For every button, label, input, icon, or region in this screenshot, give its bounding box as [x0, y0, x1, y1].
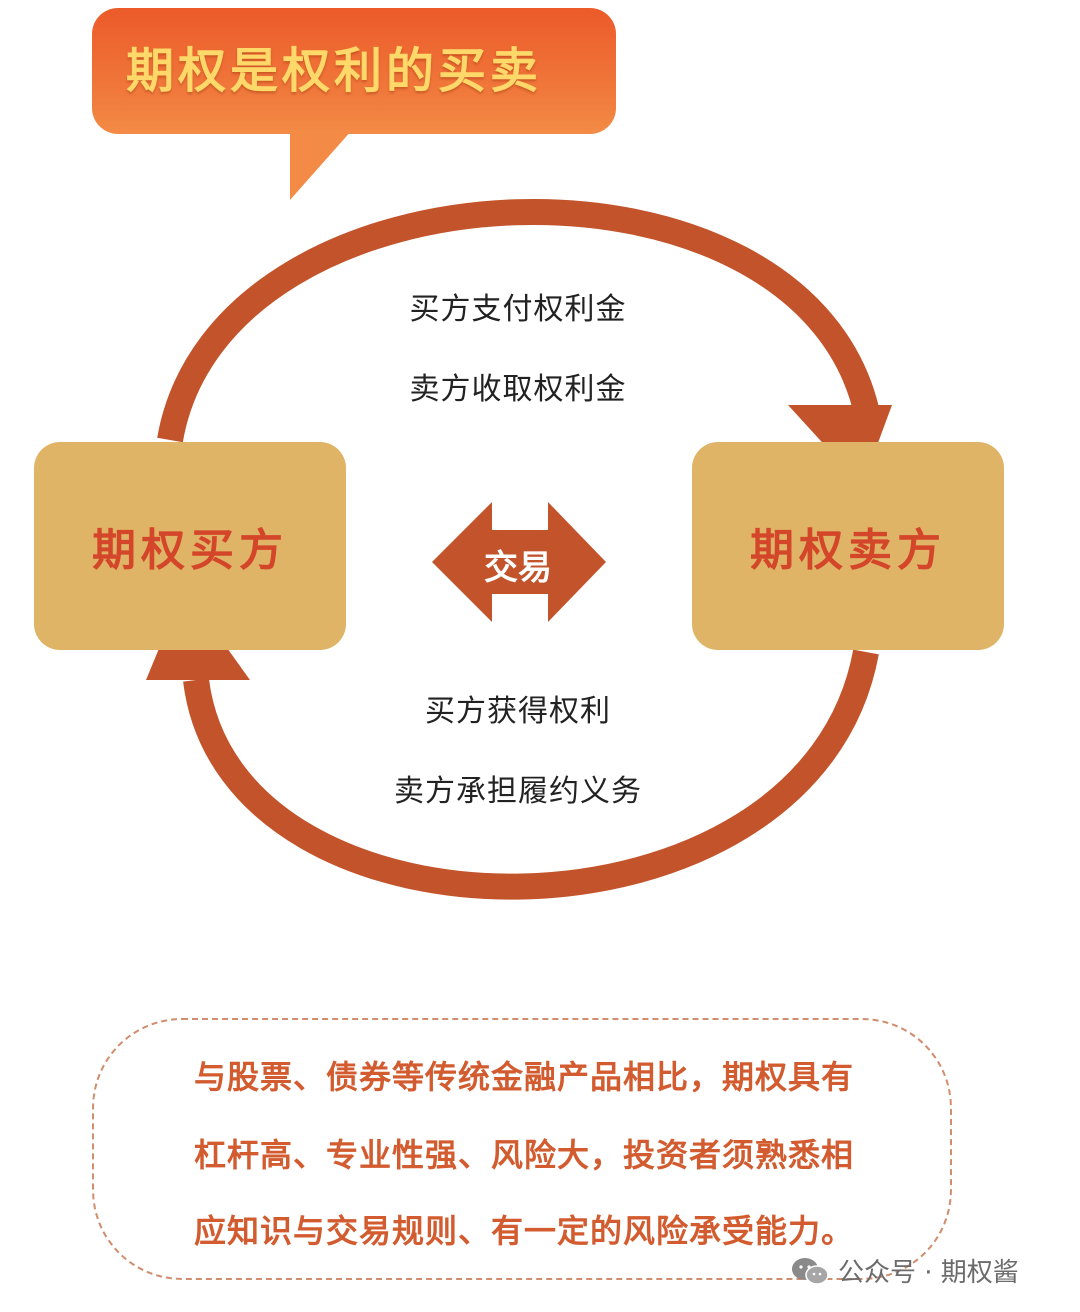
risk-note-line-1: 与股票、债券等传统金融产品相比，期权具有: [194, 1058, 855, 1096]
buyer-label: 期权买方: [92, 525, 288, 576]
risk-note-line-2: 杠杆高、专业性强、风险大，投资者须熟悉相: [194, 1136, 855, 1174]
watermark-text: 公众号 · 期权酱: [838, 1258, 1019, 1288]
risk-note-line-3: 应知识与交易规则、有一定的风险承受能力。: [194, 1212, 855, 1250]
buyer-box: 期权买方: [34, 442, 346, 650]
right-obtain-text: 买方获得权利: [425, 694, 611, 729]
premium-pay-text: 买方支付权利金: [409, 292, 627, 327]
title-bubble-tail: [290, 130, 352, 200]
trade-label: 交易: [484, 548, 552, 588]
trade-double-arrow: [432, 502, 606, 622]
title-bubble: 期权是权利的买卖: [92, 8, 616, 134]
watermark: 公众号 · 期权酱: [790, 1252, 1019, 1289]
wechat-icon: [792, 1257, 829, 1285]
premium-receive-text: 卖方收取权利金: [409, 372, 627, 407]
obligation-text: 卖方承担履约义务: [394, 774, 642, 809]
seller-box: 期权卖方: [692, 442, 1004, 650]
bottom-cycle-arrow: [183, 649, 879, 900]
seller-label: 期权卖方: [750, 525, 946, 576]
diagram-title: 期权是权利的买卖: [125, 43, 542, 99]
top-cycle-arrow: [157, 198, 881, 443]
risk-note-box: [92, 1018, 952, 1280]
